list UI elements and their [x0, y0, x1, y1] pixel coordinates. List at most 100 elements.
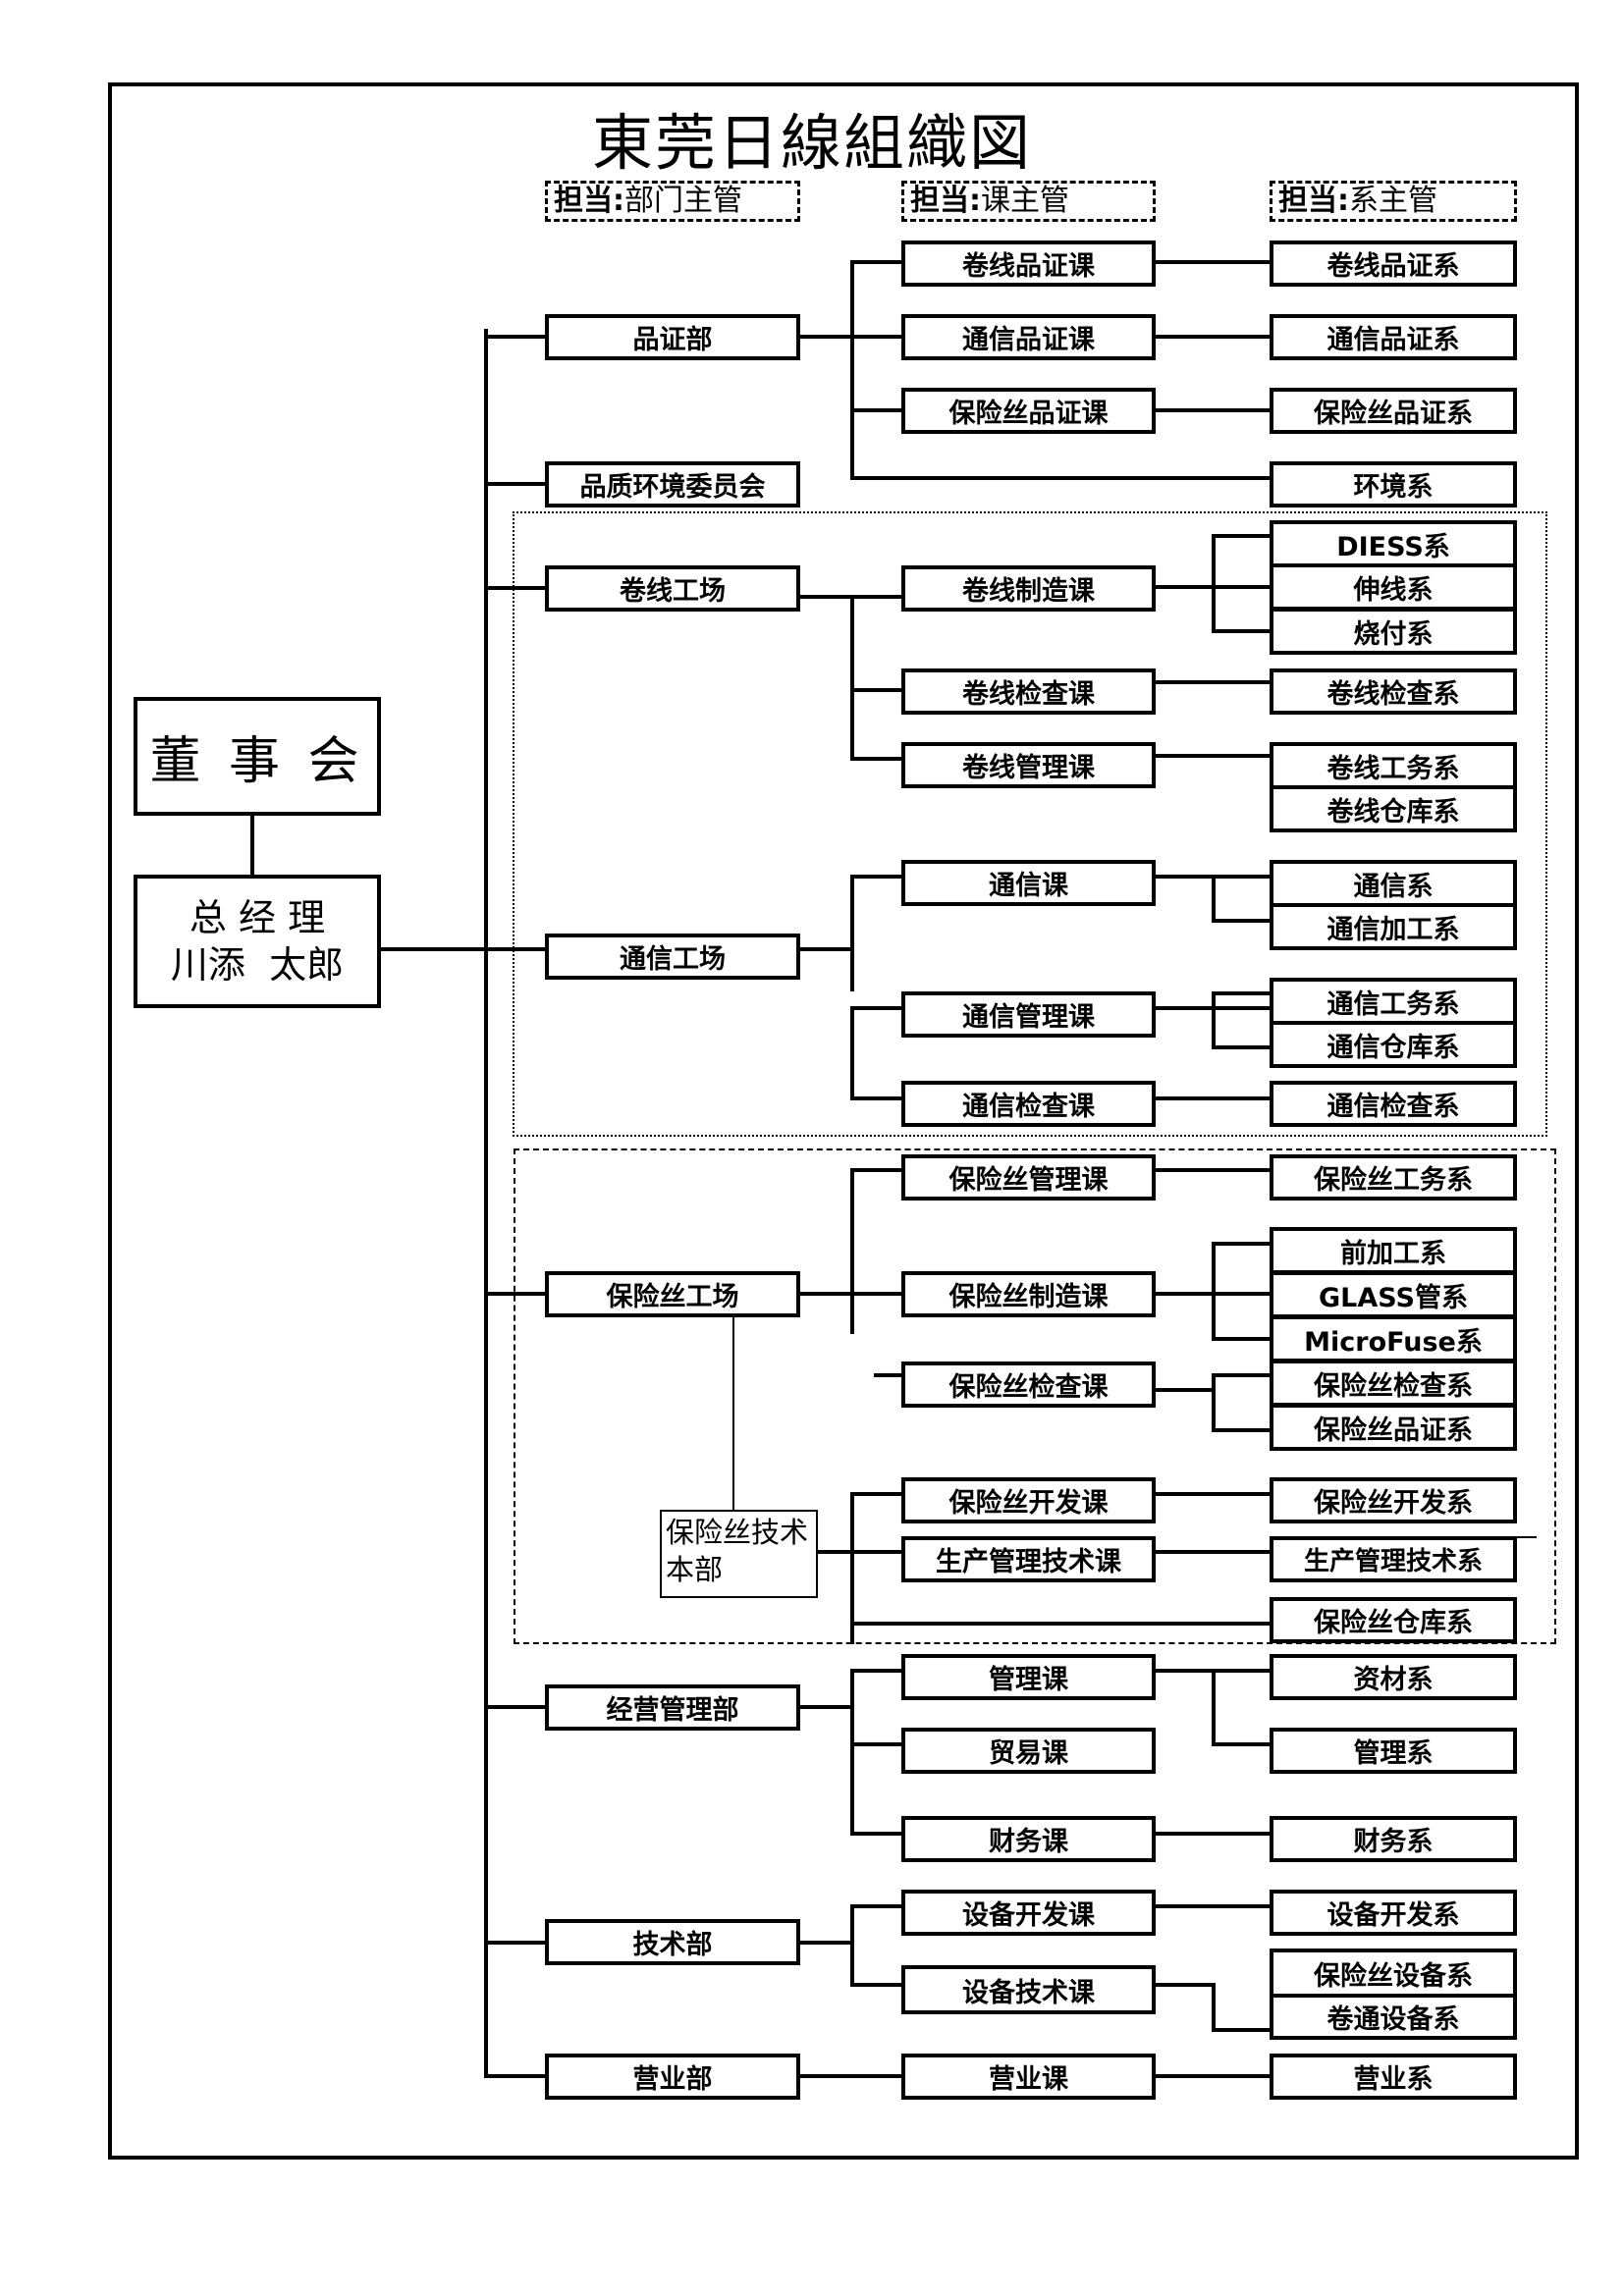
system-comm[interactable]: 通信系 — [1270, 860, 1517, 907]
bracket — [1212, 1669, 1216, 1746]
dept-env-committee[interactable]: 品质环境委员会 — [545, 461, 800, 507]
section-equip-tech[interactable]: 设备技术课 — [901, 1965, 1156, 2014]
bracket — [850, 1669, 854, 1836]
section-coil-mfg[interactable]: 卷线制造课 — [901, 565, 1156, 612]
system-materials[interactable]: 资材系 — [1270, 1654, 1517, 1700]
system-comm-process[interactable]: 通信加工系 — [1270, 903, 1517, 950]
system-comm-affairs[interactable]: 通信工务系 — [1270, 978, 1517, 1025]
section-coil-qa[interactable]: 卷线品证课 — [901, 240, 1156, 287]
connector — [800, 1941, 852, 1945]
bracket — [1212, 1242, 1216, 1341]
section-finance[interactable]: 财务课 — [901, 1816, 1156, 1862]
connector — [1156, 260, 1270, 264]
connector — [1212, 1045, 1270, 1049]
dept-sales[interactable]: 营业部 — [545, 2054, 800, 2100]
connector — [484, 586, 545, 590]
bracket — [850, 260, 854, 479]
system-comm-qa[interactable]: 通信品证系 — [1270, 314, 1517, 360]
system-equip-dev[interactable]: 设备开发系 — [1270, 1890, 1517, 1936]
system-fuse-warehouse[interactable]: 保险丝仓库系 — [1270, 1597, 1517, 1643]
connector — [1156, 408, 1270, 412]
connector — [1156, 680, 1270, 684]
system-pre-process[interactable]: 前加工系 — [1270, 1227, 1517, 1274]
board-gm-connector — [250, 816, 254, 876]
system-mgmt[interactable]: 管理系 — [1270, 1728, 1517, 1774]
dept-fuse-factory[interactable]: 保险丝工场 — [545, 1271, 800, 1317]
system-sales[interactable]: 营业系 — [1270, 2054, 1517, 2100]
connector — [484, 1705, 545, 1709]
connector — [484, 1292, 545, 1296]
legend-prefix: 担当: — [554, 184, 624, 218]
connector — [1212, 991, 1270, 995]
system-fuse-insp[interactable]: 保险丝检查系 — [1270, 1360, 1517, 1407]
system-env[interactable]: 环境系 — [1270, 461, 1517, 507]
system-fuse-qa[interactable]: 保险丝品证系 — [1270, 388, 1517, 434]
section-comm-qa[interactable]: 通信品证课 — [901, 314, 1156, 360]
system-coil-affairs[interactable]: 卷线工务系 — [1270, 742, 1517, 789]
system-coil-qa[interactable]: 卷线品证系 — [1270, 240, 1517, 287]
section-coil-insp[interactable]: 卷线检查课 — [901, 668, 1156, 715]
dept-tech[interactable]: 技术部 — [545, 1919, 800, 1965]
connector — [1156, 1550, 1270, 1554]
section-fuse-mgmt[interactable]: 保险丝管理课 — [901, 1154, 1156, 1201]
connector — [1156, 1904, 1270, 1908]
connector — [850, 1742, 901, 1746]
system-coil-warehouse[interactable]: 卷线仓库系 — [1270, 785, 1517, 832]
bracket — [850, 1006, 854, 1100]
system-baking[interactable]: 烧付系 — [1270, 608, 1517, 655]
connector-stub — [1517, 1536, 1537, 1538]
connector — [1212, 2028, 1270, 2032]
gm-trunk-connector — [381, 947, 545, 951]
bracket — [850, 875, 854, 991]
section-mgmt[interactable]: 管理课 — [901, 1654, 1156, 1700]
section-prod-mgmt-tech[interactable]: 生产管理技术课 — [901, 1536, 1156, 1582]
section-fuse-dev[interactable]: 保险丝开发课 — [901, 1477, 1156, 1523]
legend-section-manager: 担当:课主管 — [901, 181, 1156, 222]
connector — [850, 408, 901, 412]
connector — [850, 1983, 901, 1987]
section-trade[interactable]: 贸易课 — [901, 1728, 1156, 1774]
bracket — [850, 1904, 854, 1986]
system-fuse-affairs[interactable]: 保险丝工务系 — [1270, 1154, 1517, 1201]
connector — [1212, 1428, 1270, 1432]
section-equip-dev[interactable]: 设备开发课 — [901, 1890, 1156, 1936]
system-microfuse[interactable]: MicroFuse系 — [1270, 1315, 1517, 1362]
system-coil-comm-equip[interactable]: 卷通设备系 — [1270, 1994, 1517, 2040]
section-comm-insp[interactable]: 通信检查课 — [901, 1081, 1156, 1127]
dept-coil-factory[interactable]: 卷线工场 — [545, 565, 800, 612]
system-finance[interactable]: 财务系 — [1270, 1816, 1517, 1862]
dept-quality[interactable]: 品证部 — [545, 314, 800, 360]
general-manager[interactable]: 总 经 理 川添 太郎 — [134, 875, 381, 1008]
system-coil-insp[interactable]: 卷线检查系 — [1270, 668, 1517, 715]
connector — [800, 947, 852, 951]
system-drawing[interactable]: 伸线系 — [1270, 563, 1517, 611]
connector — [850, 1168, 901, 1172]
system-fuse-qa2[interactable]: 保险丝品证系 — [1270, 1404, 1517, 1451]
section-fuse-mfg[interactable]: 保险丝制造课 — [901, 1271, 1156, 1317]
system-comm-insp[interactable]: 通信检查系 — [1270, 1081, 1517, 1127]
connector — [850, 757, 901, 761]
system-glass-tube[interactable]: GLASS管系 — [1270, 1271, 1517, 1318]
section-comm-mgmt[interactable]: 通信管理课 — [901, 991, 1156, 1038]
system-diess[interactable]: DIESS系 — [1270, 520, 1517, 567]
section-fuse-insp[interactable]: 保险丝检查课 — [901, 1362, 1156, 1408]
system-comm-warehouse[interactable]: 通信仓库系 — [1270, 1021, 1517, 1068]
connector — [850, 260, 901, 264]
dept-comm-factory[interactable]: 通信工场 — [545, 934, 800, 980]
fuse-tech-hq-connector — [732, 1316, 734, 1511]
section-sales[interactable]: 营业课 — [901, 2054, 1156, 2100]
dept-business-mgmt[interactable]: 经营管理部 — [545, 1684, 800, 1731]
connector — [850, 688, 901, 692]
system-fuse-equip[interactable]: 保险丝设备系 — [1270, 1949, 1517, 1998]
dept-fuse-tech-hq[interactable]: 保险丝技术本部 — [660, 1510, 818, 1598]
board-of-directors[interactable]: 董 事 会 — [134, 697, 381, 816]
section-coil-mgmt[interactable]: 卷线管理课 — [901, 742, 1156, 788]
section-fuse-qa[interactable]: 保险丝品证课 — [901, 388, 1156, 434]
connector — [1212, 1742, 1270, 1746]
connector — [1156, 1492, 1270, 1496]
system-prod-mgmt-tech[interactable]: 生产管理技术系 — [1270, 1536, 1517, 1582]
bracket — [1212, 875, 1216, 922]
system-fuse-dev[interactable]: 保险丝开发系 — [1270, 1477, 1517, 1523]
section-comm[interactable]: 通信课 — [901, 860, 1156, 906]
connector — [850, 476, 1270, 480]
